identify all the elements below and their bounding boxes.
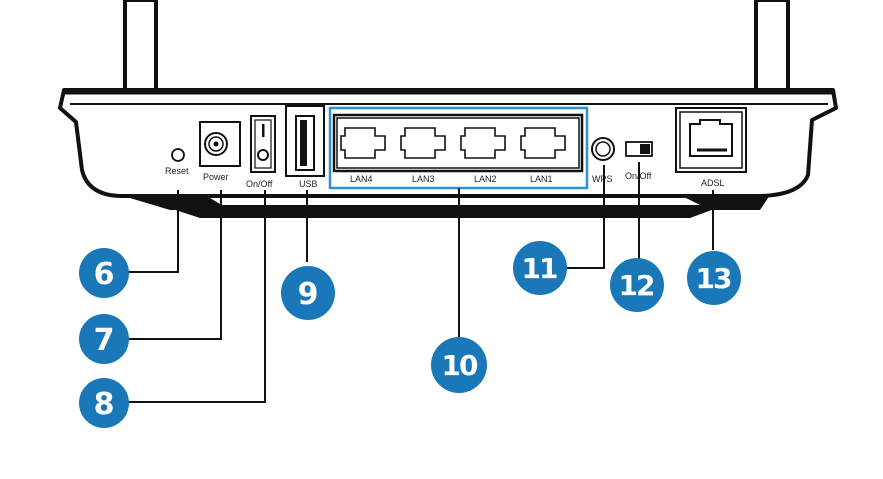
lan4-label: LAN4 [350,174,373,184]
wireless-switch-icon [625,141,653,157]
lan1-label: LAN1 [530,174,553,184]
adsl-label: ADSL [701,178,725,188]
lan-ports-block [332,113,584,173]
callout-6: 6 [79,248,129,298]
svg-text:8: 8 [94,387,115,422]
wps-button-icon [591,137,615,161]
svg-text:10: 10 [442,349,478,382]
power-switch-icon [250,115,276,173]
lan3-port-icon [400,127,446,159]
callout-10: 10 [431,337,487,393]
lan2-label: LAN2 [474,174,497,184]
callout-8: 8 [79,378,129,428]
svg-text:11: 11 [522,252,557,285]
svg-text:9: 9 [298,277,319,312]
reset-button-icon [171,148,185,162]
callout-13: 13 [687,251,741,305]
lan3-label: LAN3 [412,174,435,184]
svg-text:7: 7 [94,323,115,358]
power-label: Power [203,172,229,182]
lan2-port-icon [460,127,506,159]
power-port-icon [199,121,241,167]
usb-port-icon [285,105,325,177]
leader-lines [115,162,714,403]
power-switch-label: On/Off [246,179,273,189]
svg-text:13: 13 [696,262,731,295]
reset-label: Reset [165,166,189,176]
svg-text:6: 6 [94,257,115,292]
lan4-port-icon [340,127,386,159]
usb-label: USB [299,179,318,189]
callout-9: 9 [281,266,335,320]
wps-label: WPS [592,174,613,184]
lan1-port-icon [520,127,566,159]
adsl-port-icon [675,107,747,173]
callout-12: 12 [610,258,664,312]
svg-text:12: 12 [619,269,654,302]
callout-7: 7 [79,314,129,364]
callout-11: 11 [513,241,567,295]
